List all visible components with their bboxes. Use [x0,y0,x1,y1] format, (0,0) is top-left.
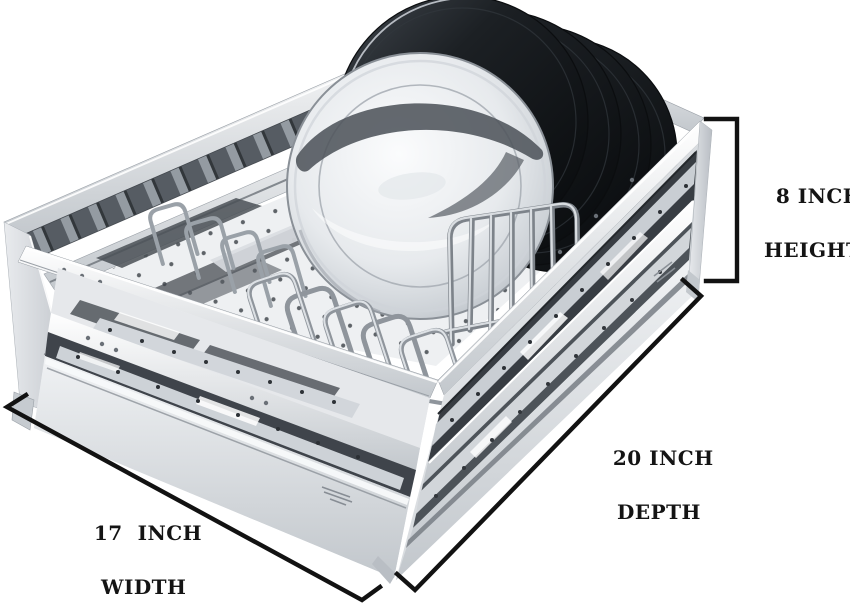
depth-dimension-line [393,276,705,594]
width-dimension-line [2,391,384,603]
depth-unit: DEPTH [617,500,701,524]
height-unit: HEIGHT [764,238,850,262]
height-dimension-label: 8 INCH HEIGHT [746,156,850,318]
width-value: 17 INCH [93,521,203,545]
height-dimension-line [703,116,740,284]
depth-dimension-label: 20 INCH DEPTH [583,418,714,580]
wire-prongs-left [148,202,308,308]
dimension-annotations [2,116,740,603]
width-dimension-label: 17 INCH WIDTH [64,493,202,605]
front-right-panel [396,120,713,580]
front-left-panel [34,268,430,584]
height-value: 8 INCH [775,184,850,208]
depth-value: 20 INCH [612,446,714,470]
front-leg [372,556,396,584]
width-unit: WIDTH [101,575,187,599]
